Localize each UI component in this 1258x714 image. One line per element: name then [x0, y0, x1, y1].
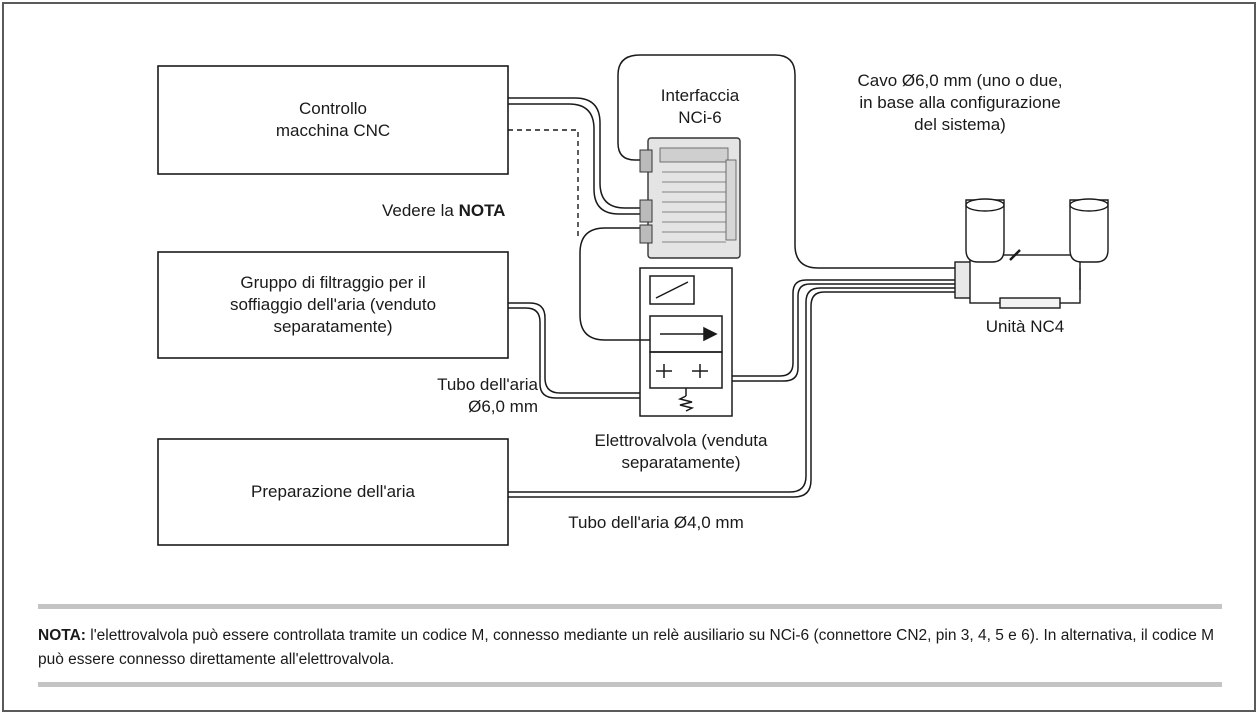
- interface-to-nc4-cable: [617, 54, 960, 269]
- note-bottom-bar: [38, 682, 1222, 687]
- see-note-label: Vedere la NOTA: [382, 201, 506, 220]
- note-dashed-line: [508, 129, 579, 240]
- filter-group-box: [157, 251, 509, 359]
- air-prep-box: [157, 438, 509, 546]
- interface-label: Interfaccia NCi-6: [660, 86, 740, 127]
- nci6-interface-device: [639, 137, 741, 259]
- note-top-bar: [38, 604, 1222, 609]
- tube-6-label: Tubo dell'aria Ø6,0 mm: [437, 375, 538, 416]
- filter-to-solenoid-tube: [508, 302, 640, 394]
- interface-to-solenoid-cable: [579, 227, 650, 341]
- cnc-control-box: [157, 65, 509, 175]
- solenoid-label: Elettrovalvola (venduta separatamente): [594, 431, 768, 472]
- cnc-control-label: Controllo macchina CNC: [275, 99, 391, 140]
- filter-group-label: Gruppo di filtraggio per il soffiaggio d…: [229, 273, 437, 336]
- nc4-unit-label: Unità NC4: [985, 317, 1065, 336]
- tube-4-label: Tubo dell'aria Ø4,0 mm: [568, 513, 744, 532]
- nc4-unit: [954, 198, 1109, 309]
- airprep-to-nc4-tube: [508, 287, 960, 493]
- note-text: NOTA: l'elettrovalvola può essere contro…: [38, 627, 1215, 668]
- solenoid-valve-symbol: [639, 267, 733, 417]
- cable-label: Cavo Ø6,0 mm (uno o due, in base alla co…: [857, 71, 1063, 134]
- solenoid-to-nc4-tube: [732, 279, 960, 377]
- air-prep-label: Preparazione dell'aria: [251, 482, 415, 501]
- cnc-to-interface-cable: [508, 97, 648, 209]
